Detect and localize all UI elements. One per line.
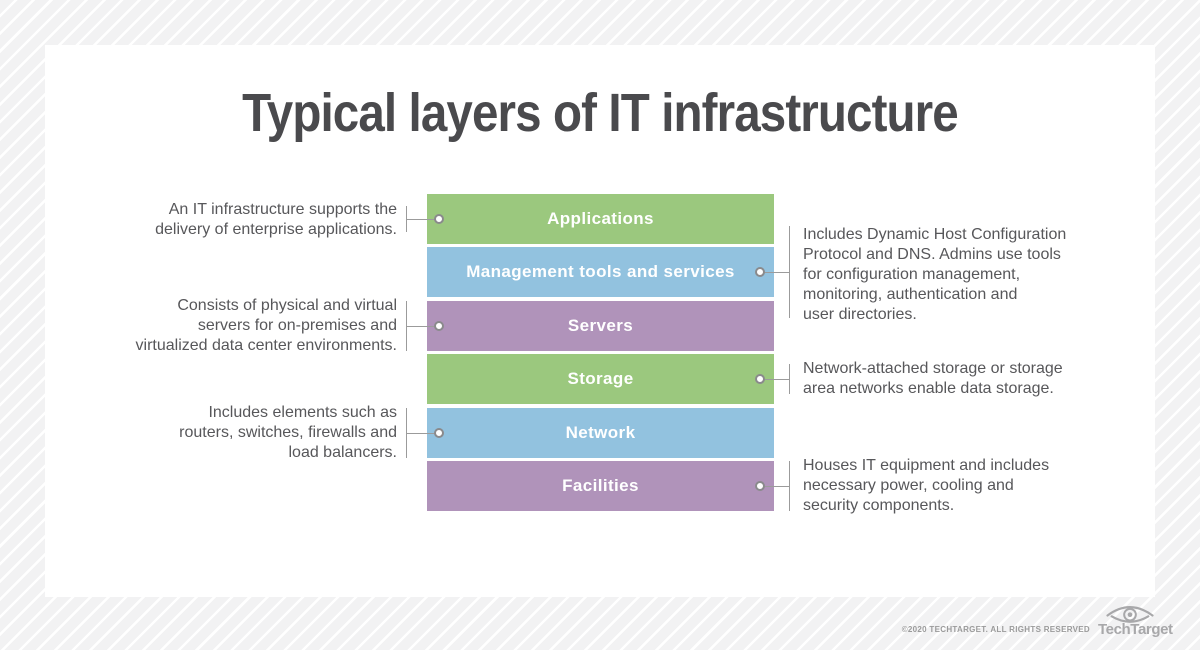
callout-tick [789, 364, 790, 394]
layer-bar-storage: Storage [427, 354, 774, 404]
callout-line [764, 379, 789, 380]
callout-tick [789, 461, 790, 511]
callout-tick [789, 226, 790, 318]
layer-bar-network: Network [427, 408, 774, 458]
layer-bar-applications: Applications [427, 194, 774, 244]
callout-line [406, 326, 435, 327]
callout-dot-icon [755, 481, 765, 491]
note-management-tools: Includes Dynamic Host Configuration Prot… [803, 226, 1067, 323]
page-title: Typical layers of IT infrastructure [242, 83, 959, 143]
techtarget-eye-icon [1106, 606, 1154, 623]
note-storage: Network-attached storage or storage area… [803, 360, 1063, 397]
callout-dot-icon [434, 321, 444, 331]
callout-dot-icon [755, 374, 765, 384]
note-facilities: Houses IT equipment and includes necessa… [803, 457, 1050, 514]
callout-dot-icon [434, 214, 444, 224]
copyright-text: ©2020 TECHTARGET. ALL RIGHTS RESERVED [901, 625, 1090, 634]
techtarget-logo: TechTarget [1098, 602, 1173, 638]
note-applications: An IT infrastructure supports the delive… [155, 201, 397, 238]
callout-line [406, 433, 435, 434]
callout-dot-icon [434, 428, 444, 438]
callout-line [764, 272, 789, 273]
note-network: Includes elements such as routers, switc… [179, 404, 397, 461]
callout-line [764, 486, 789, 487]
note-servers: Consists of physical and virtual servers… [135, 297, 397, 354]
layer-bar-facilities: Facilities [427, 461, 774, 511]
layer-bar-servers: Servers [427, 301, 774, 351]
callout-dot-icon [755, 267, 765, 277]
callout-line [406, 219, 435, 220]
layer-bar-management-tools: Management tools and services [427, 247, 774, 297]
techtarget-wordmark: TechTarget [1098, 621, 1173, 638]
